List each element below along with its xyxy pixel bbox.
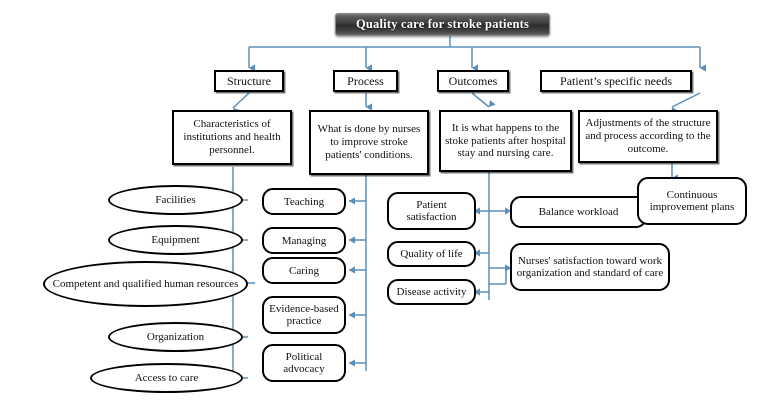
level3-node-structure-desc: Characteristics of institutions and heal… (172, 110, 292, 165)
process-item-label-3: Evidence-based practice (269, 302, 339, 327)
process-item-teaching: Teaching (262, 188, 346, 215)
level2-label-outcomes: Outcomes (448, 73, 498, 88)
process-item-label-2: Caring (289, 264, 319, 277)
process-item-managing: Managing (262, 227, 346, 254)
structure-item-label-4: Access to care (134, 372, 199, 384)
outcome-item-disease-activity: Disease activity (387, 279, 476, 305)
level3-label-structure-desc: Characteristics of institutions and heal… (183, 118, 281, 156)
level3-label-needs-desc: Adjustments of the structure and process… (585, 117, 711, 155)
level3-node-needs-desc: Adjustments of the structure and process… (578, 110, 718, 163)
structure-item-organization: Organization (108, 322, 243, 352)
level2-label-structure: Structure (227, 73, 271, 88)
level3-node-process-desc: What is done by nurses to improve stroke… (309, 110, 429, 175)
level3-label-process-desc: What is done by nurses to improve stroke… (317, 123, 421, 161)
level2-to-level3-connectors (232, 92, 701, 115)
top-bus-connectors (248, 36, 707, 72)
structure-item-equipment: Equipment (108, 225, 243, 255)
outcome-item-label-1: Quality of life (400, 248, 463, 260)
structure-item-label-0: Facilities (155, 194, 196, 206)
needs-item-continuous-improvement: Continuous improvement plans (637, 177, 747, 225)
process-branch-connectors (348, 175, 367, 371)
level2-label-patient-needs: Patient’s specific needs (560, 73, 672, 88)
diagram-title-label: Quality care for stroke patients (355, 17, 530, 31)
level2-label-process: Process (347, 73, 384, 88)
process-item-label-4: Political advocacy (283, 350, 325, 375)
structure-item-label-3: Organization (146, 331, 205, 343)
structure-item-facilities: Facilities (108, 185, 243, 215)
needs-item-label-2: Continuous improvement plans (649, 188, 735, 213)
needs-item-label-0: Balance workload (538, 206, 619, 218)
level2-node-outcomes: Outcomes (437, 70, 509, 92)
level3-label-outcomes-desc: It is what happens to the stoke patients… (445, 121, 566, 160)
process-item-evidence-based-practice: Evidence-based practice (262, 296, 346, 334)
outcome-item-label-2: Disease activity (396, 286, 467, 298)
outcome-item-label-0: Patient satisfaction (406, 198, 457, 223)
structure-item-access-to-care: Access to care (90, 363, 243, 393)
needs-item-nurses-satisfaction: Nurses' satisfaction toward work organiz… (510, 243, 670, 291)
structure-item-label-1: Equipment (151, 234, 200, 246)
process-item-caring: Caring (262, 257, 346, 284)
outcome-item-patient-satisfaction: Patient satisfaction (387, 192, 476, 230)
outcomes-branch-connectors (473, 172, 512, 300)
level2-node-structure: Structure (214, 70, 284, 92)
structure-item-label-2: Competent and qualified human resources (52, 277, 239, 290)
level3-node-outcomes-desc: It is what happens to the stoke patients… (439, 110, 572, 172)
outcome-item-quality-of-life: Quality of life (387, 241, 476, 267)
needs-item-label-1: Nurses' satisfaction toward work organiz… (516, 254, 664, 279)
process-item-label-0: Teaching (283, 195, 325, 208)
structure-item-human-resources: Competent and qualified human resources (43, 261, 248, 307)
diagram-title: Quality care for stroke patients (335, 13, 550, 36)
level2-node-patient-needs: Patient’s specific needs (540, 70, 692, 92)
process-item-political-advocacy: Political advocacy (262, 344, 346, 382)
needs-item-balance-workload: Balance workload (510, 196, 647, 228)
process-item-label-1: Managing (281, 234, 327, 247)
level2-node-process: Process (333, 70, 398, 92)
